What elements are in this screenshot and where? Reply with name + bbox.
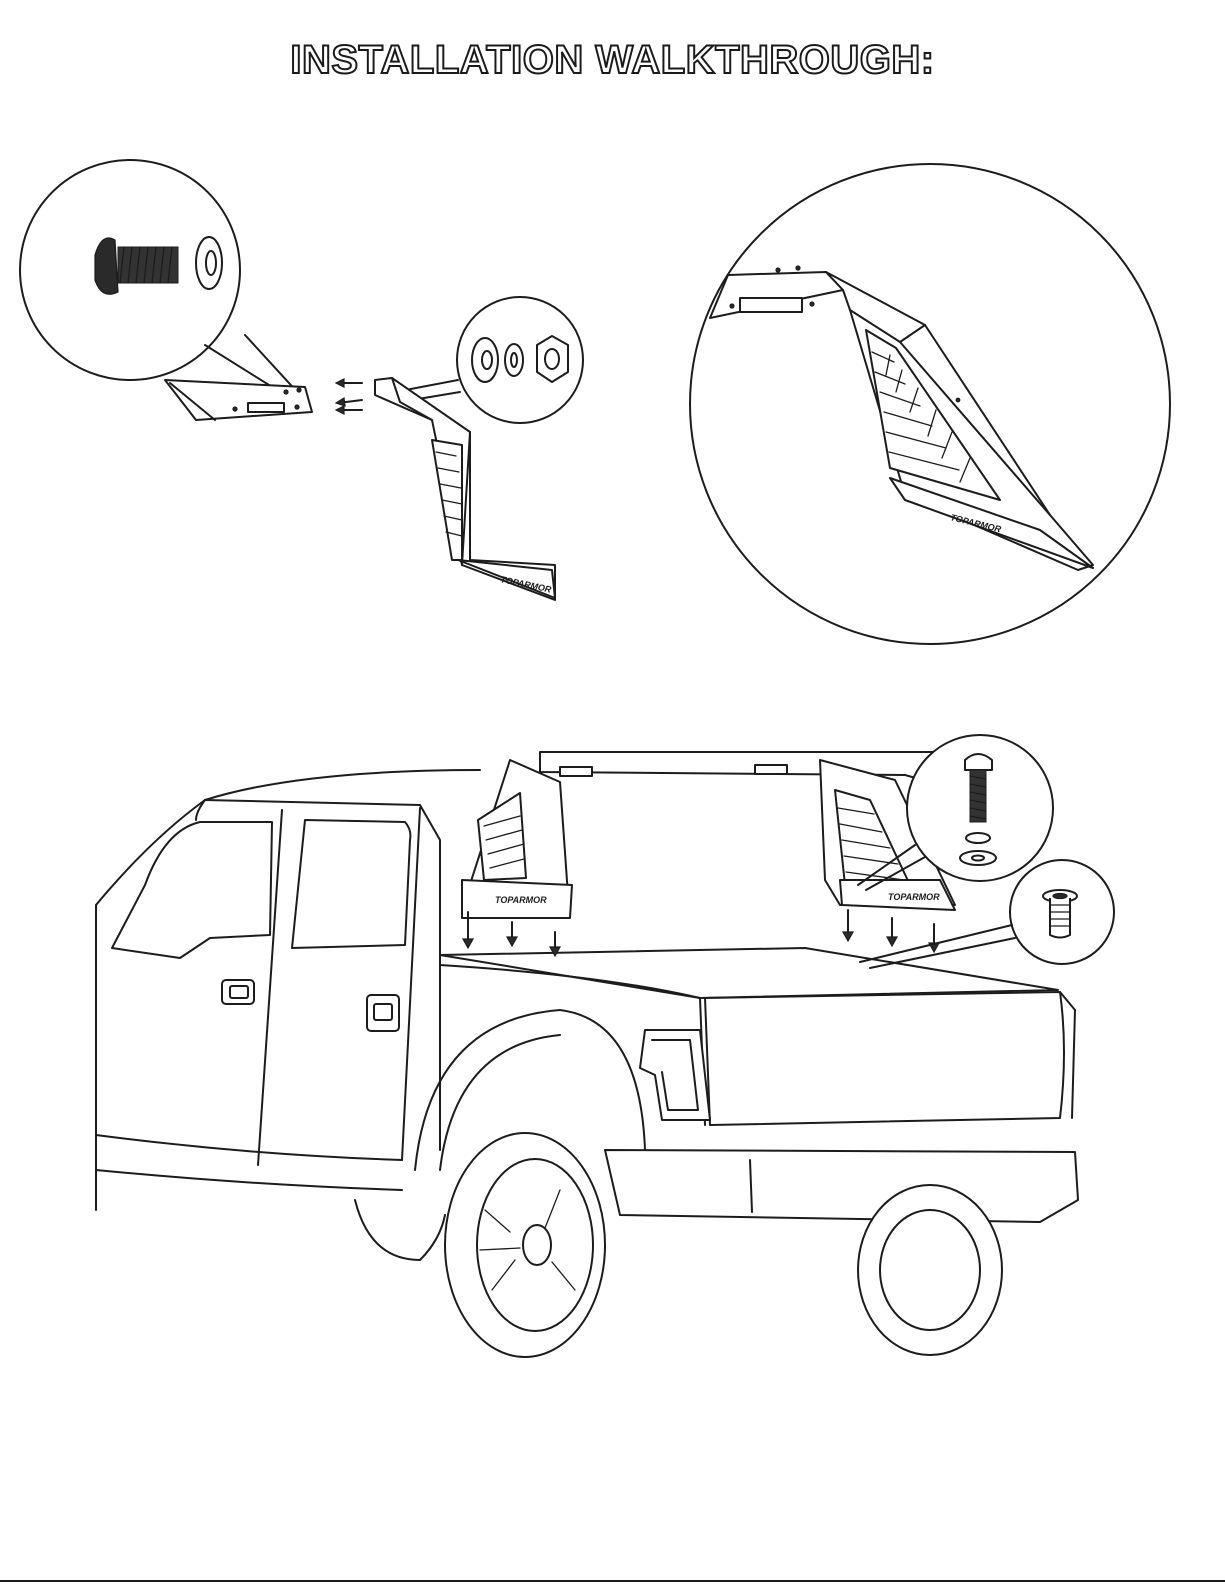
svg-text:TOPARMOR: TOPARMOR [888, 892, 940, 902]
bolt-detail-callout [20, 160, 300, 395]
svg-text:TOPARMOR: TOPARMOR [495, 895, 547, 905]
headache-rack-installed: TOPARMOR TOPARMOR [462, 752, 958, 918]
tailgate [705, 992, 1064, 1125]
rear-wheel-near [445, 1133, 605, 1357]
lock-washer-icon [505, 344, 523, 376]
flat-washer-icon [472, 338, 498, 382]
lock-washer-small-icon [966, 833, 990, 843]
hex-nut-icon [537, 336, 568, 382]
bar-end-piece [165, 379, 362, 420]
rear-door-window [112, 822, 272, 958]
rear-cab-window [292, 820, 410, 948]
tail-light [640, 1030, 710, 1120]
assembled-bracket-callout: TOPARMOR [690, 164, 1170, 644]
flat-washer-small-icon [960, 851, 996, 865]
washer-icon [196, 237, 222, 289]
bottom-rule [0, 1580, 1225, 1582]
rear-bumper [605, 1150, 1078, 1222]
rear-wheel-far [858, 1185, 1002, 1355]
